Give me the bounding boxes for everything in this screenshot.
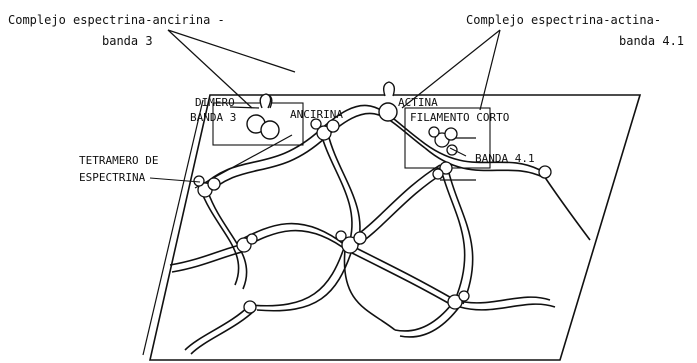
membrane-plate [150,95,640,360]
junction-complexes [194,119,551,313]
title-left: Complejo espectrina-ancirina - banda 3 [8,13,225,48]
membrane-plate-edge [143,100,203,355]
label-tetramero: TETRAMERO DE [79,154,158,167]
label-espectrina: ESPECTRINA [79,171,146,184]
title-right-line1: Complejo espectrina-actina- [466,13,661,27]
title-left-line1: Complejo espectrina-ancirina - [8,13,225,27]
label-actina: ACTINA [398,96,438,109]
actin-complex [379,82,397,121]
label-ancirina: ANCIRINA [290,108,343,121]
spectrin-filaments [170,105,590,354]
ankyrin-band3 [247,94,279,139]
label-filamento: FILAMENTO CORTO [410,111,509,124]
label-banda41: BANDA 4.1 [475,152,535,165]
label-banda3: BANDA 3 [190,111,236,124]
title-left-line2: banda 3 [102,34,153,48]
title-right-line2: banda 4.1 [619,34,684,48]
label-dimero: DIMERO [195,96,235,109]
